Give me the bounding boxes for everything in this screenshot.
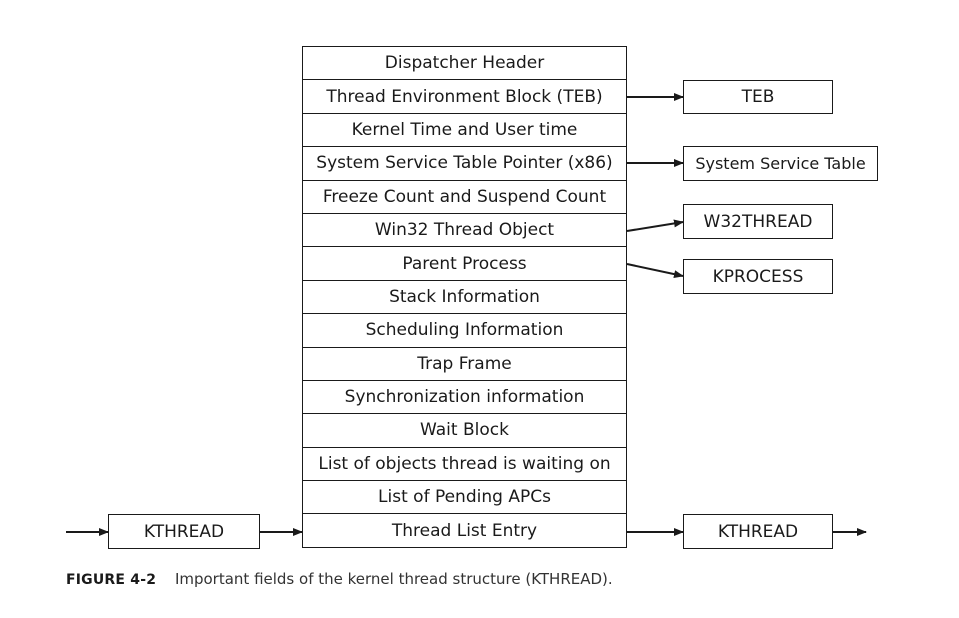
teb-box: TEB: [683, 80, 833, 114]
field-teb: Thread Environment Block (TEB): [303, 80, 626, 114]
arrow-w32thread: [626, 219, 684, 232]
system-service-table-box: System Service Table: [683, 146, 878, 181]
field-kernel-user-time: Kernel Time and User time: [303, 114, 626, 148]
field-win32-thread-object: Win32 Thread Object: [303, 214, 626, 248]
field-dispatcher-header: Dispatcher Header: [303, 47, 626, 81]
kthread-left-box: KTHREAD: [108, 514, 260, 549]
figure-caption: FIGURE 4-2 Important fields of the kerne…: [66, 570, 613, 588]
field-freeze-suspend-count: Freeze Count and Suspend Count: [303, 181, 626, 214]
kthread-right-box: KTHREAD: [683, 514, 833, 549]
field-trap-frame: Trap Frame: [303, 348, 626, 381]
figure-caption-text: Important fields of the kernel thread st…: [174, 570, 613, 588]
field-parent-process: Parent Process: [303, 247, 626, 281]
field-wait-block: Wait Block: [303, 414, 626, 448]
w32thread-box: W32THREAD: [683, 204, 833, 239]
field-waiting-objects-list: List of objects thread is waiting on: [303, 448, 626, 482]
field-pending-apcs: List of Pending APCs: [303, 481, 626, 515]
kthread-field-stack: Dispatcher Header Thread Environment Blo…: [302, 46, 627, 548]
field-stack-information: Stack Information: [303, 281, 626, 315]
kprocess-box: KPROCESS: [683, 259, 833, 294]
field-system-service-table-pointer: System Service Table Pointer (x86): [303, 147, 626, 181]
figure-label: FIGURE 4-2: [66, 572, 157, 588]
field-thread-list-entry: Thread List Entry: [303, 514, 626, 548]
arrow-kprocess: [626, 263, 684, 279]
field-scheduling-information: Scheduling Information: [303, 314, 626, 348]
field-synchronization-information: Synchronization information: [303, 381, 626, 415]
